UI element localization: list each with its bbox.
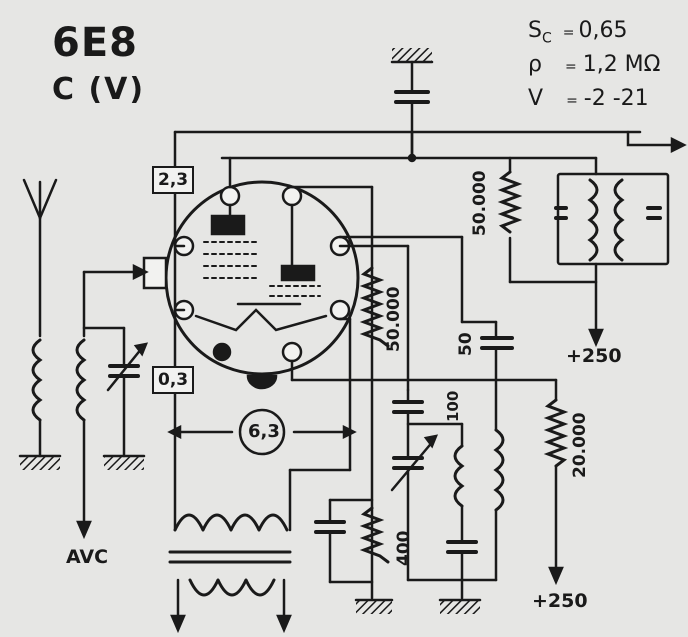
hv-supply-top-label: +250 (566, 345, 622, 367)
oscillator-resistor-value: 20.000 (570, 412, 590, 478)
ground-symbol-osc (440, 600, 480, 614)
pin-voltage-box-upper: 2,3 (152, 166, 195, 194)
pin-voltage-box-lower: 0,3 (152, 366, 195, 394)
screen-resistor-value: 50.000 (470, 170, 490, 236)
avc-label: AVC (66, 546, 109, 568)
cathode-resistor-value: 400 (394, 530, 414, 567)
param-transconductance: SC =0,65 (528, 18, 628, 47)
grid-resistor-value: 50.000 (384, 286, 404, 352)
param-resistance: ρ =1,2 MΩ (528, 52, 661, 77)
heater-voltage-label: 6,3 (248, 421, 280, 442)
ground-symbol-cathode (356, 600, 392, 614)
ground-symbol-antenna (20, 456, 60, 470)
param-voltage: V =-2 -21 (528, 86, 649, 111)
hv-supply-bottom-label: +250 (532, 590, 588, 612)
oscillator-coil-value: 100 (444, 390, 462, 422)
ground-symbol-tuning (104, 456, 144, 470)
coupling-capacitor-value: 50 (456, 332, 476, 356)
tube-type-title: 6E8 (52, 20, 138, 66)
ground-symbol-top (392, 48, 432, 62)
base-type-label: C (V) (52, 72, 146, 107)
